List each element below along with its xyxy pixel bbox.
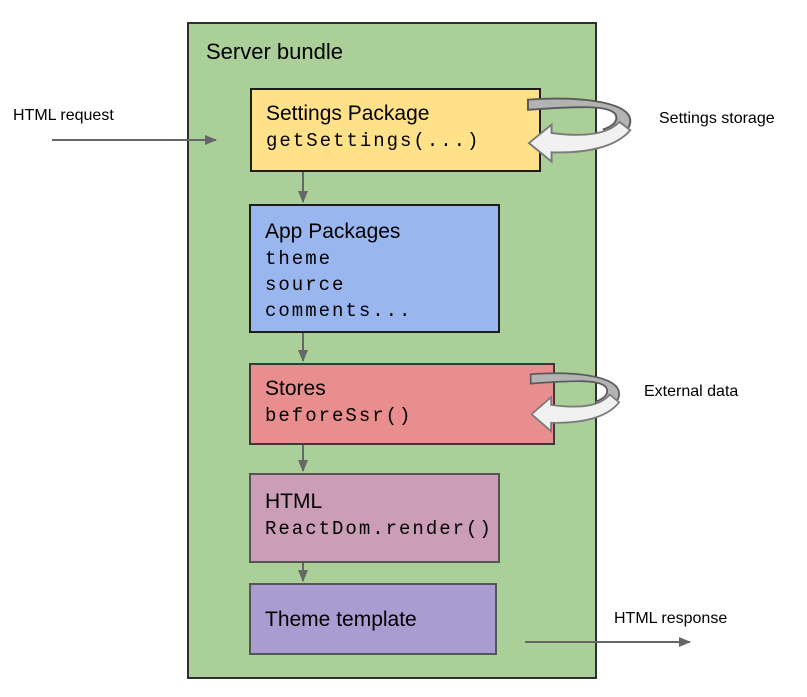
app-packages-code-line: theme	[265, 248, 333, 270]
node-theme-template: Theme template	[249, 583, 497, 655]
node-settings-package: Settings Package getSettings(...)	[250, 88, 541, 172]
html-code: ReactDom.render()	[265, 518, 493, 540]
settings-package-title: Settings Package	[266, 102, 430, 125]
html-title: HTML	[265, 490, 323, 513]
server-bundle-title: Server bundle	[206, 39, 343, 64]
stores-title: Stores	[265, 377, 326, 400]
node-html: HTML ReactDom.render()	[249, 473, 500, 563]
external-data-loop-arrow-icon	[529, 372, 621, 434]
label-external-data: External data	[644, 383, 739, 400]
label-html-request: HTML request	[13, 107, 114, 124]
label-settings-storage: Settings storage	[659, 110, 775, 127]
settings-storage-loop-arrow-icon	[526, 97, 632, 164]
app-packages-code-line: comments...	[265, 300, 413, 322]
node-app-packages: App Packages theme source comments...	[249, 204, 500, 333]
theme-template-title: Theme template	[265, 608, 417, 631]
stores-code: beforeSsr()	[265, 405, 413, 427]
node-stores: Stores beforeSsr()	[249, 363, 555, 445]
label-html-response: HTML response	[614, 610, 728, 627]
app-packages-code-line: source	[265, 274, 346, 296]
app-packages-title: App Packages	[265, 220, 401, 243]
settings-package-code: getSettings(...)	[266, 130, 481, 152]
